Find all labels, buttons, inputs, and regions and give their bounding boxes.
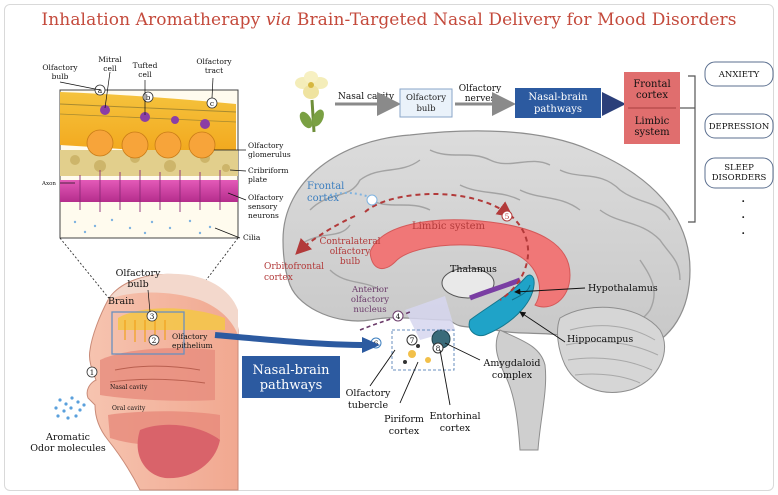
more-dot: · bbox=[741, 210, 745, 226]
hippocampus-label: Hippocampus bbox=[567, 334, 633, 345]
nasal-cavity-shape bbox=[100, 348, 215, 401]
disorder-bracket bbox=[688, 76, 695, 222]
sensory-neuron-layer bbox=[60, 180, 238, 202]
nasal-cavity-label: Nasal cavity bbox=[110, 384, 148, 391]
more-dot: · bbox=[741, 194, 745, 210]
svg-text:c: c bbox=[210, 99, 214, 108]
odor-molecules bbox=[54, 396, 85, 419]
svg-text:b: b bbox=[146, 93, 151, 102]
brain-label: Brain bbox=[108, 296, 134, 307]
axon-label: Axon bbox=[41, 181, 56, 187]
cerebellum bbox=[558, 307, 665, 392]
flow-nasal-cavity: Nasal cavity bbox=[338, 92, 395, 102]
depression-label: DEPRESSION bbox=[709, 122, 770, 132]
hypothalamus-label: Hypothalamus bbox=[588, 283, 658, 294]
thalamus-label: Thalamus bbox=[450, 264, 497, 275]
oral-cavity-label: Oral cavity bbox=[112, 405, 146, 412]
brainstem bbox=[496, 330, 545, 450]
anxiety-label: ANXIETY bbox=[718, 70, 760, 80]
flower-icon bbox=[295, 71, 328, 132]
more-dot: · bbox=[741, 226, 745, 242]
limbic-system-label: Limbic system bbox=[412, 221, 486, 232]
marker-2: 2 bbox=[152, 336, 157, 345]
svg-text:4: 4 bbox=[396, 312, 401, 321]
olfactory-inset: a b c bbox=[60, 72, 246, 238]
marker-1: 1 bbox=[90, 368, 95, 377]
svg-text:a: a bbox=[98, 86, 103, 95]
svg-text:5: 5 bbox=[505, 212, 510, 221]
cilia-label: Cilia bbox=[243, 233, 261, 242]
svg-text:7: 7 bbox=[410, 336, 415, 345]
marker-3: 3 bbox=[150, 312, 155, 321]
